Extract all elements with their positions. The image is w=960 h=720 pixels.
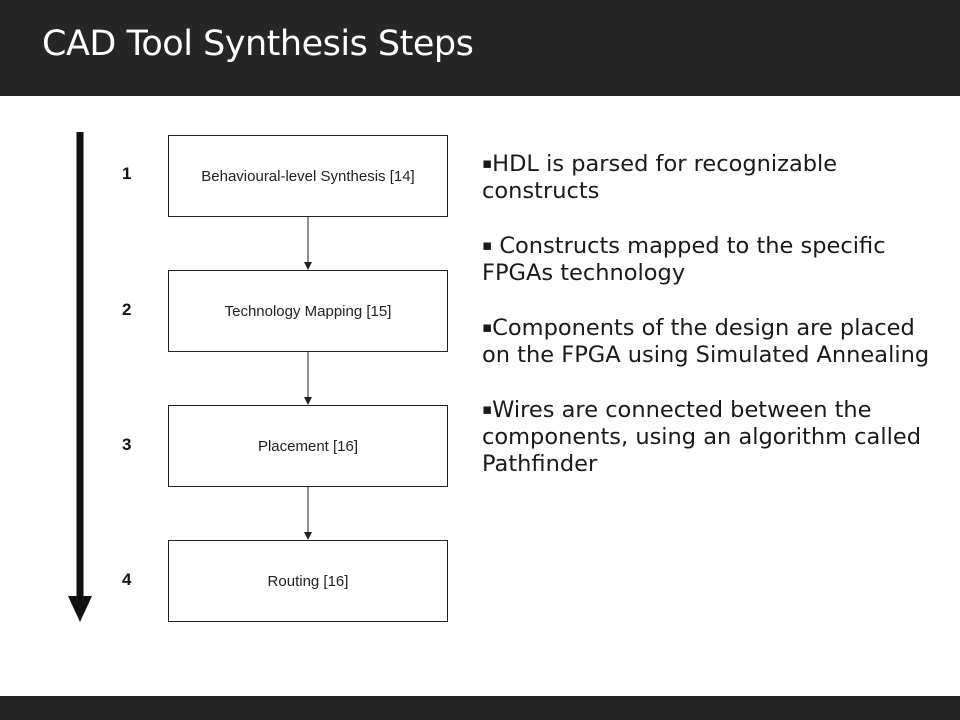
step-box-routing: Routing [16]	[168, 540, 448, 622]
bullet-item: ▪HDL is parsed for recognizable construc…	[482, 150, 932, 205]
bullet-text: Wires are connected between the componen…	[482, 397, 921, 477]
connector-arrowhead-3-4	[304, 532, 312, 540]
progress-arrow-head	[68, 596, 92, 622]
bullet-list: ▪HDL is parsed for recognizable construc…	[482, 150, 932, 505]
step-number: 2	[122, 300, 132, 319]
connector-arrowhead-1-2	[304, 262, 312, 270]
title-bar: CAD Tool Synthesis Steps	[0, 0, 960, 96]
slide-title: CAD Tool Synthesis Steps	[42, 24, 474, 64]
footer-bar	[0, 696, 960, 720]
square-bullet-icon: ▪	[482, 318, 493, 336]
square-bullet-icon: ▪	[482, 400, 493, 418]
bullet-item: ▪Components of the design are placed on …	[482, 314, 932, 369]
bullet-item: ▪Wires are connected between the compone…	[482, 396, 932, 478]
bullet-item: ▪ Constructs mapped to the specific FPGA…	[482, 232, 932, 287]
step-label: Technology Mapping [15]	[224, 302, 392, 320]
square-bullet-icon: ▪	[482, 236, 493, 254]
step-box-behavioural-synthesis: Behavioural-level Synthesis [14]	[168, 135, 448, 217]
step-number: 3	[122, 435, 132, 454]
bullet-text: Components of the design are placed on t…	[482, 315, 930, 368]
bullet-text: Constructs mapped to the specific FPGAs …	[482, 233, 886, 286]
step-label: Placement [16]	[257, 437, 359, 455]
step-label: Behavioural-level Synthesis [14]	[201, 167, 415, 185]
bullet-text: HDL is parsed for recognizable construct…	[482, 151, 838, 204]
connector-arrowhead-2-3	[304, 397, 312, 405]
step-box-placement: Placement [16]	[168, 405, 448, 487]
square-bullet-icon: ▪	[482, 154, 493, 172]
step-number: 4	[122, 570, 132, 589]
step-box-technology-mapping: Technology Mapping [15]	[168, 270, 448, 352]
step-number: 1	[122, 164, 132, 183]
step-label: Routing [16]	[267, 572, 349, 590]
